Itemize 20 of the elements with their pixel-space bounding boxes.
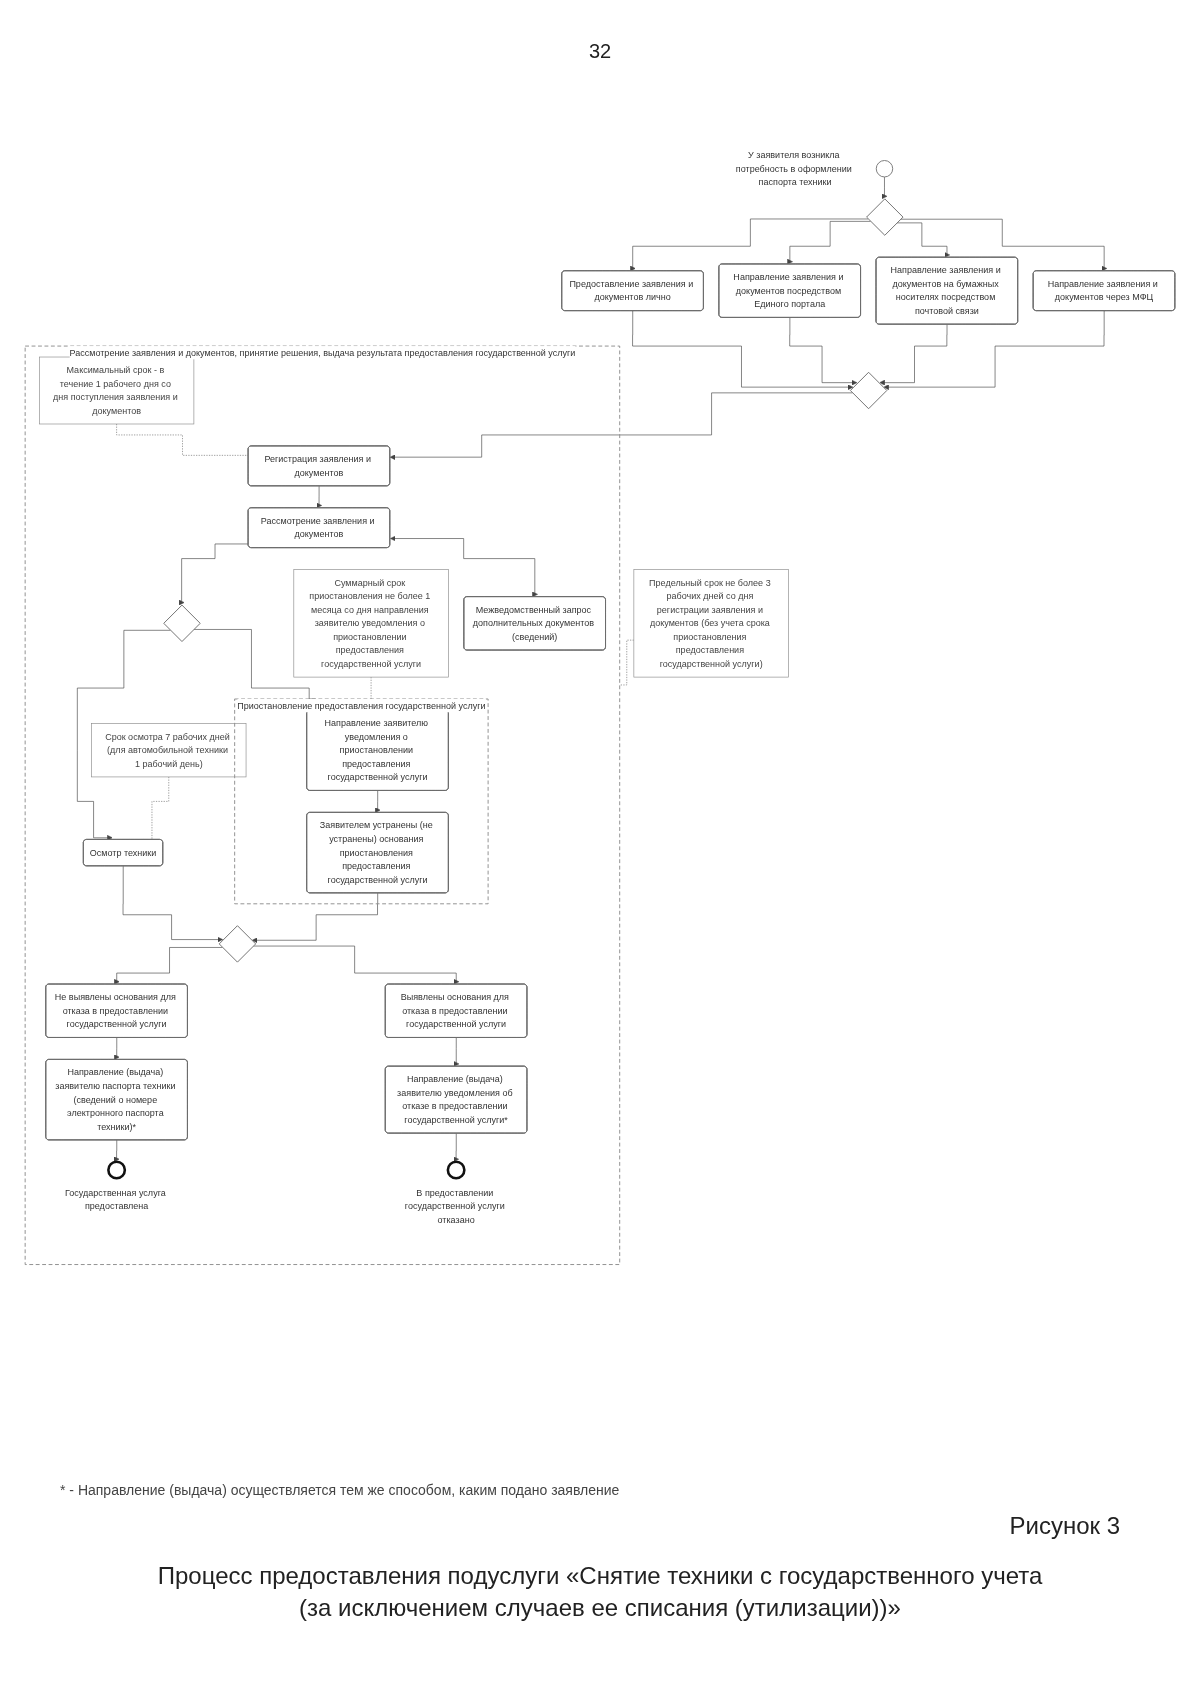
connector [370,676,372,700]
node-diamond [218,925,257,963]
node-circle [875,160,894,178]
node-diamond [849,371,888,410]
node-label: Государственная услуга предоставлена [64,1187,166,1212]
node-diamond [866,198,904,236]
footnote-text: * - Направление (выдача) осуществляется тем же способом, каким подано заявление [60,1482,620,1498]
node-box: Суммарный срок приостановления не более 1 месяца со дня направления заявителю уведомления о приостановлении предоставления государственной услуги [293,569,449,678]
node-circle [446,1160,466,1180]
connector [116,423,249,456]
node-box: Предельный срок не более 3 рабочих дней со дня регистрации заявления и документов (без учета срока приостановления предоставления государственной услуги) [633,569,789,678]
page-number: 32 [587,40,613,63]
figure-caption: Процесс предоставления подуслуги «Снятие техники с государственного учета (за исключением случаев ее списания (утилизации))» [156,1561,1044,1624]
node-label: В предоставлении государственной услуги отказано [404,1187,505,1225]
connector [619,639,635,686]
node-box: Срок осмотра 7 рабочих дней (для автомобильной техники 1 рабочий день) [91,723,247,778]
node-diamond [163,604,201,643]
figure-number: Рисунок 3 [1009,1512,1120,1540]
node-circle [107,1160,127,1180]
node-label: У заявителя возникла потребность в оформлении паспорта техники [735,149,852,188]
